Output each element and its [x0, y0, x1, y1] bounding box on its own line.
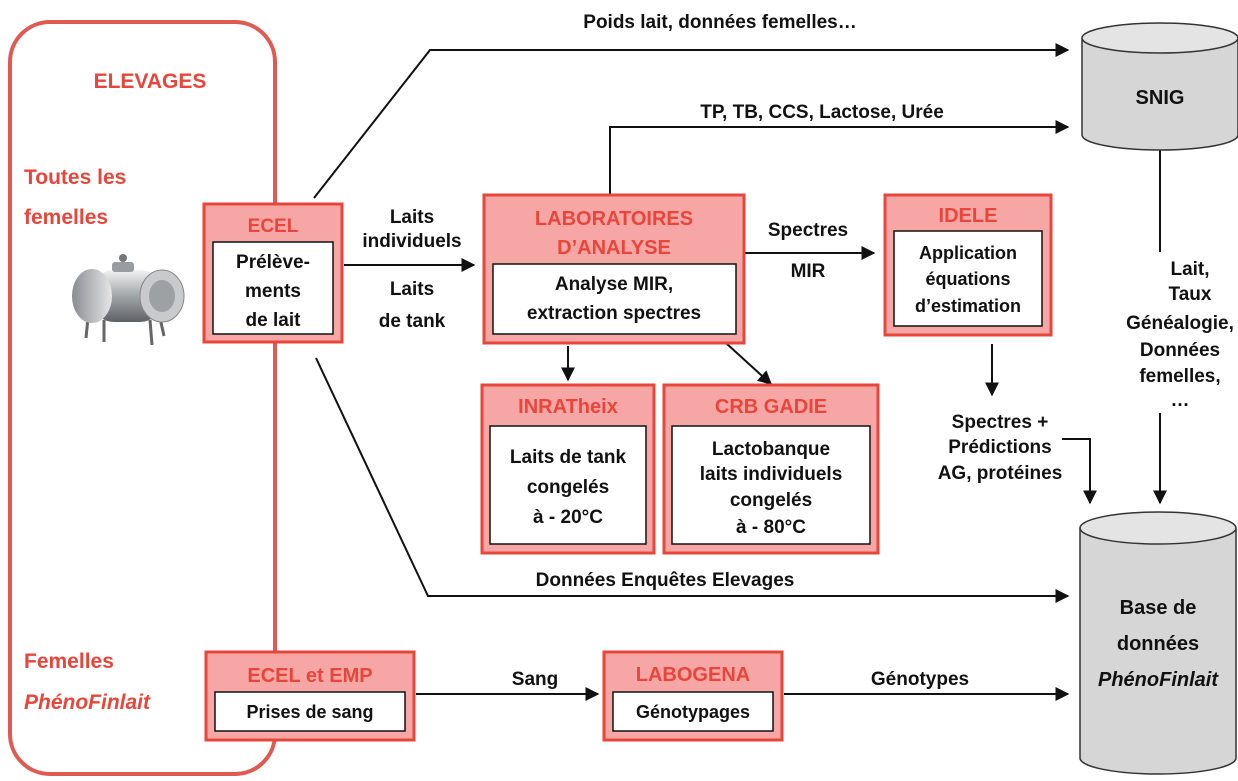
label-enquetes: Données Enquêtes Elevages	[536, 570, 795, 591]
milk-tank-image	[72, 254, 185, 346]
arrow-predictions-base	[1062, 438, 1097, 505]
idele-title: IDELE	[939, 205, 998, 227]
base-database: Base de données PhénoFinlait	[1079, 511, 1237, 775]
label-snig-base-5: femelles,	[1139, 366, 1220, 387]
label-laits-tank-1: Laits	[390, 279, 434, 300]
snig-database: SNIG	[1081, 22, 1238, 151]
group-all-line1: Toutes les	[24, 166, 126, 189]
labogena-title: LABOGENA	[636, 664, 750, 686]
label-genotypes: Génotypes	[871, 669, 969, 690]
idele-box: IDELE Application équations d’estimation	[883, 193, 1053, 337]
inra-body-2: congelés	[527, 477, 609, 498]
label-tp: TP, TB, CCS, Lactose, Urée	[700, 102, 944, 123]
label-spectres-2: MIR	[791, 261, 826, 282]
labogena-body: Génotypages	[636, 702, 750, 722]
label-snig-base-1: Lait,	[1170, 259, 1209, 280]
labogena-box: LABOGENA Génotypages	[602, 650, 784, 742]
inra-body-1: Laits de tank	[510, 447, 627, 468]
group-all-line2: femelles	[24, 206, 108, 229]
elevages-panel	[8, 20, 277, 776]
ecel-body-2: ments	[245, 281, 301, 302]
crb-title: CRB GADIE	[715, 396, 827, 418]
arrow-labo-snig	[609, 120, 1070, 196]
ecel-body-1: Prélève-	[236, 252, 310, 273]
label-pred-2: Prédictions	[948, 437, 1051, 458]
label-snig-base-6: …	[1171, 390, 1190, 411]
label-laits-ind-2: individuels	[362, 231, 461, 252]
label-sang: Sang	[512, 669, 558, 690]
ecel-emp-box: ECEL et EMP Prises de sang	[204, 650, 416, 742]
ecel-box: ECEL Prélève- ments de lait	[202, 202, 344, 344]
arrow-ecel-snig	[313, 43, 1070, 199]
crb-body-3: congelés	[730, 490, 812, 511]
labo-body-1: Analyse MIR,	[555, 274, 673, 295]
group-pheno-line1: Femelles	[24, 650, 114, 673]
crb-body-4: à - 80°C	[736, 517, 806, 538]
label-poids: Poids lait, données femelles…	[583, 12, 856, 33]
idele-body-3: d’estimation	[915, 296, 1021, 316]
arrow-labo-crb	[726, 343, 773, 385]
labo-body-2: extraction spectres	[527, 303, 701, 324]
ecel-emp-title: ECEL et EMP	[247, 665, 372, 687]
label-snig-base-2: Taux	[1169, 284, 1212, 305]
crb-body-1: Lactobanque	[712, 439, 830, 460]
labo-title-2: D’ANALYSE	[557, 237, 671, 259]
snig-label: SNIG	[1136, 87, 1185, 109]
ecel-title: ECEL	[248, 216, 299, 237]
label-pred-3: AG, protéines	[938, 463, 1063, 484]
crb-body-2: laits individuels	[700, 464, 843, 485]
elevages-title: ELEVAGES	[94, 70, 207, 93]
inra-body-3: à - 20°C	[533, 507, 603, 528]
inra-title: INRATheix	[518, 396, 618, 418]
group-pheno-line2: PhénoFinlait	[24, 691, 151, 714]
crb-box: CRB GADIE Lactobanque laits individuels …	[662, 383, 880, 555]
idele-body-2: équations	[925, 269, 1010, 289]
inra-box: INRATheix Laits de tank congelés à - 20°…	[480, 383, 656, 555]
label-snig-base-4: Données	[1140, 340, 1220, 361]
labo-title-1: LABORATOIRES	[535, 208, 693, 230]
ecel-body-3: de lait	[246, 310, 302, 331]
base-label-2: données	[1117, 633, 1199, 655]
label-laits-tank-2: de tank	[379, 311, 446, 332]
label-spectres-1: Spectres	[768, 220, 848, 241]
label-laits-ind-1: Laits	[390, 207, 434, 228]
labo-box: LABORATOIRES D’ANALYSE Analyse MIR, extr…	[482, 193, 746, 345]
ecel-emp-body: Prises de sang	[246, 702, 373, 722]
idele-body-1: Application	[919, 243, 1017, 263]
arrow-ecel-base	[315, 357, 1070, 603]
base-label-1: Base de	[1120, 597, 1197, 619]
label-snig-base-3: Généalogie,	[1126, 313, 1234, 334]
label-pred-1: Spectres +	[952, 412, 1049, 433]
base-label-3: PhénoFinlait	[1098, 669, 1219, 691]
